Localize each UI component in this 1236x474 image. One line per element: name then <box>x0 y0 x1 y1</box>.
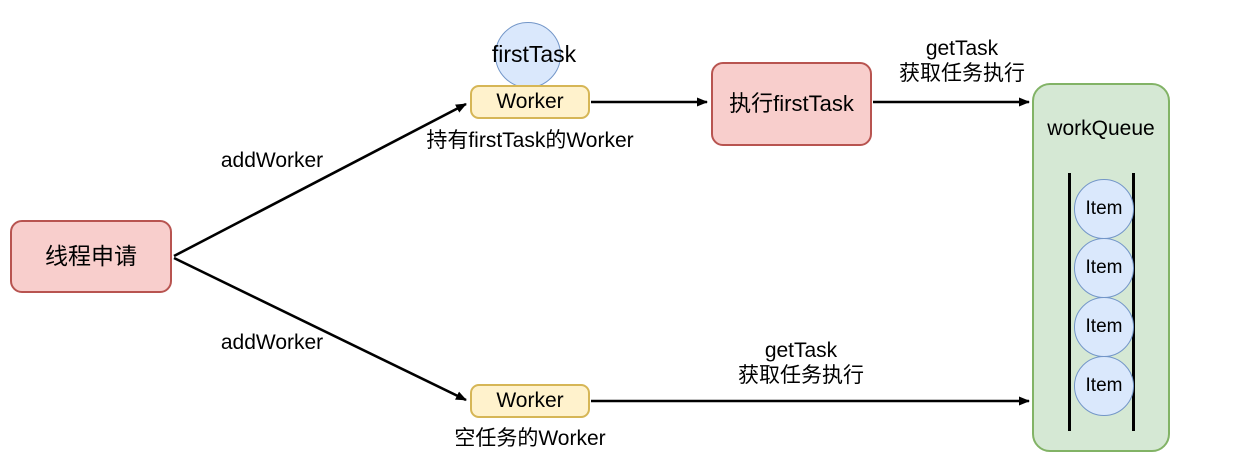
node-thread-request-label: 线程申请 <box>45 243 137 270</box>
work-queue-title: workQueue <box>1047 117 1155 140</box>
edge-label-get-task-top-line2: 获取任务执行 <box>899 62 1025 86</box>
edge-add-worker-top <box>173 102 467 258</box>
first-task-badge-label: firstTask <box>491 41 577 67</box>
work-queue-item[interactable]: Item <box>1074 297 1134 357</box>
worker-top-caption: 持有firstTask的Worker <box>426 129 634 152</box>
edge-add-worker-bottom <box>173 256 467 402</box>
node-thread-request[interactable]: 线程申请 <box>10 220 172 293</box>
work-queue-item-label: Item <box>1085 375 1123 397</box>
first-task-badge <box>495 22 561 88</box>
node-execute-first-task[interactable]: 执行firstTask <box>711 62 872 146</box>
worker-bottom-caption: 空任务的Worker <box>454 427 606 450</box>
node-execute-first-task-label: 执行firstTask <box>729 91 854 117</box>
edge-label-get-task-top: getTask 获取任务执行 <box>899 36 1025 86</box>
edge-label-get-task-bottom-line2: 获取任务执行 <box>738 364 864 388</box>
edge-label-get-task-bottom-line1: getTask <box>764 339 838 362</box>
edge-label-add-worker-top: addWorker <box>220 149 324 172</box>
node-worker-top[interactable]: Worker <box>470 85 590 119</box>
work-queue-item-label: Item <box>1085 257 1123 279</box>
work-queue-rail-right <box>1132 173 1135 431</box>
work-queue-item[interactable]: Item <box>1074 238 1134 298</box>
edge-label-get-task-top-line1: getTask <box>925 37 999 60</box>
node-worker-top-label: Worker <box>496 89 564 113</box>
work-queue-item-label: Item <box>1085 316 1123 338</box>
edge-label-add-worker-bottom: addWorker <box>220 331 324 354</box>
node-work-queue[interactable]: workQueue Item Item Item Item <box>1032 83 1170 452</box>
work-queue-item[interactable]: Item <box>1074 179 1134 239</box>
work-queue-item-label: Item <box>1085 198 1123 220</box>
node-worker-bottom[interactable]: Worker <box>470 384 590 418</box>
edge-label-get-task-bottom: getTask 获取任务执行 <box>738 338 864 388</box>
work-queue-item[interactable]: Item <box>1074 356 1134 416</box>
node-worker-bottom-label: Worker <box>496 388 564 412</box>
work-queue-rail-left <box>1068 173 1071 431</box>
